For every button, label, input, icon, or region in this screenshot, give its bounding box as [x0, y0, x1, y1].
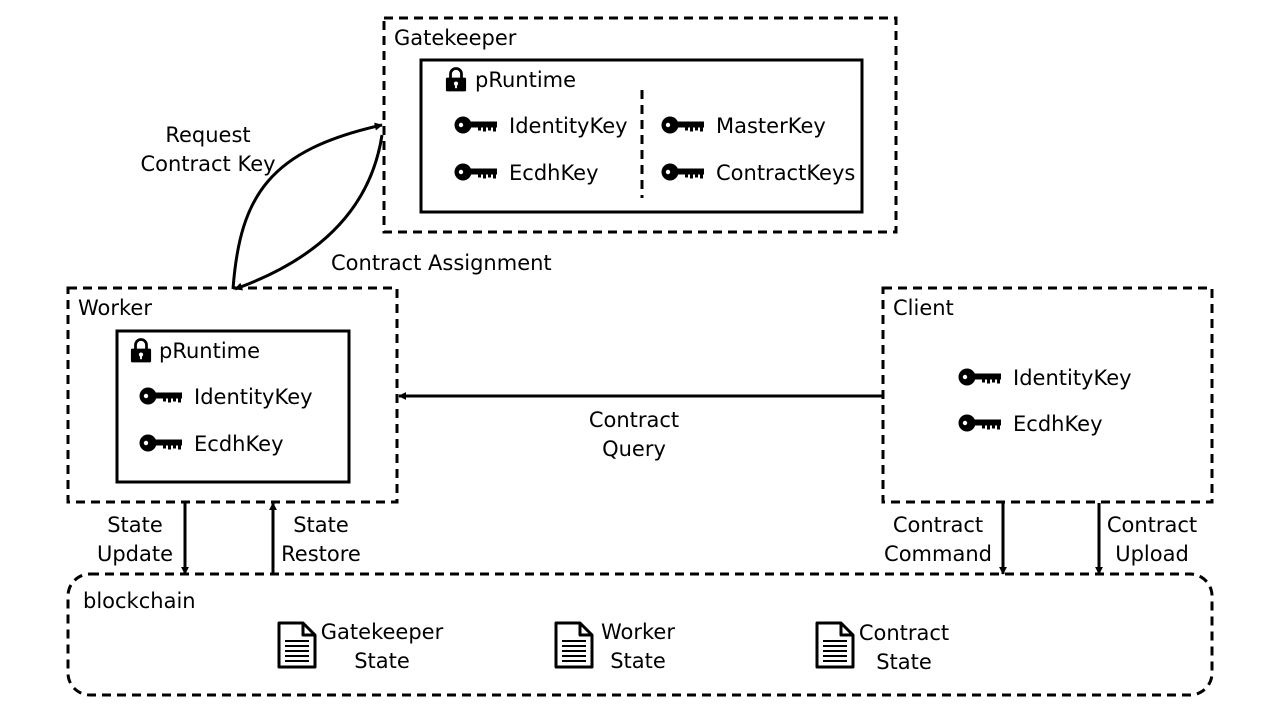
command-label-line2: Command	[884, 542, 992, 566]
gatekeeper-boundary	[382, 16, 898, 234]
gatekeeper-master-key: MasterKey	[716, 114, 826, 138]
blockchain-node: blockchain Gatekeeper State Worker State…	[66, 572, 1214, 697]
blockchain-boundary	[66, 572, 1214, 697]
state-update-label-line1: State	[107, 513, 163, 537]
request-contract-key-arrow	[231, 122, 383, 290]
document-icon	[277, 621, 317, 669]
worker-pruntime-label: pRuntime	[159, 339, 260, 363]
key-icon	[454, 116, 497, 134]
gatekeeper-ecdh-key: EcdhKey	[509, 161, 599, 185]
request-label-line2: Contract Key	[140, 152, 275, 176]
worker-ecdh-key: EcdhKey	[194, 432, 284, 456]
worker-state-line1: Worker	[601, 620, 675, 644]
assignment-label: Contract Assignment	[331, 251, 552, 275]
gatekeeper-state-line1: Gatekeeper	[321, 620, 444, 644]
contract-state-line2: State	[876, 650, 932, 674]
key-icon	[958, 414, 1001, 432]
upload-label-line1: Contract	[1107, 513, 1197, 537]
client-boundary	[881, 286, 1214, 504]
client-title: Client	[893, 296, 954, 320]
client-ecdh-key: EcdhKey	[1013, 412, 1103, 436]
client-node: Client IdentityKey EcdhKey	[881, 286, 1214, 504]
worker-boundary	[66, 286, 399, 504]
state-restore-label-line1: State	[293, 513, 349, 537]
key-icon	[139, 387, 182, 405]
query-label-line1: Contract	[589, 408, 679, 432]
worker-state-line2: State	[610, 649, 666, 673]
gatekeeper-contract-keys: ContractKeys	[716, 161, 855, 185]
request-label-line1: Request	[165, 123, 250, 147]
command-label-line1: Contract	[893, 513, 983, 537]
gatekeeper-state-line2: State	[354, 649, 410, 673]
key-icon	[958, 368, 1001, 386]
query-label-line2: Query	[602, 437, 666, 461]
arrow-labels: Request Contract Key Contract Assignment…	[97, 123, 1197, 566]
document-icon	[554, 621, 594, 669]
document-icon	[815, 621, 855, 669]
contract-state-line1: Contract	[859, 621, 949, 645]
gatekeeper-pruntime-box	[419, 58, 864, 214]
upload-label-line2: Upload	[1115, 542, 1189, 566]
worker-title: Worker	[78, 296, 152, 320]
key-icon	[139, 434, 182, 452]
worker-pruntime-box	[115, 329, 351, 484]
client-identity-key: IdentityKey	[1013, 366, 1132, 390]
gatekeeper-node: Gatekeeper pRuntime IdentityKey EcdhKey …	[382, 16, 898, 234]
worker-identity-key: IdentityKey	[194, 385, 313, 409]
key-icon	[661, 163, 704, 181]
gatekeeper-title: Gatekeeper	[394, 26, 517, 50]
gatekeeper-identity-key: IdentityKey	[509, 114, 628, 138]
key-icon	[454, 163, 497, 181]
lock-icon	[445, 67, 467, 93]
state-update-label-line2: Update	[97, 542, 173, 566]
arrows	[181, 122, 1103, 575]
state-restore-label-line2: Restore	[281, 542, 361, 566]
blockchain-title: blockchain	[83, 589, 196, 613]
lock-icon	[130, 338, 152, 364]
key-icon	[661, 116, 704, 134]
gatekeeper-pruntime-label: pRuntime	[475, 68, 576, 92]
worker-node: Worker pRuntime IdentityKey EcdhKey	[66, 286, 399, 504]
contract-assignment-arrow	[234, 134, 384, 291]
